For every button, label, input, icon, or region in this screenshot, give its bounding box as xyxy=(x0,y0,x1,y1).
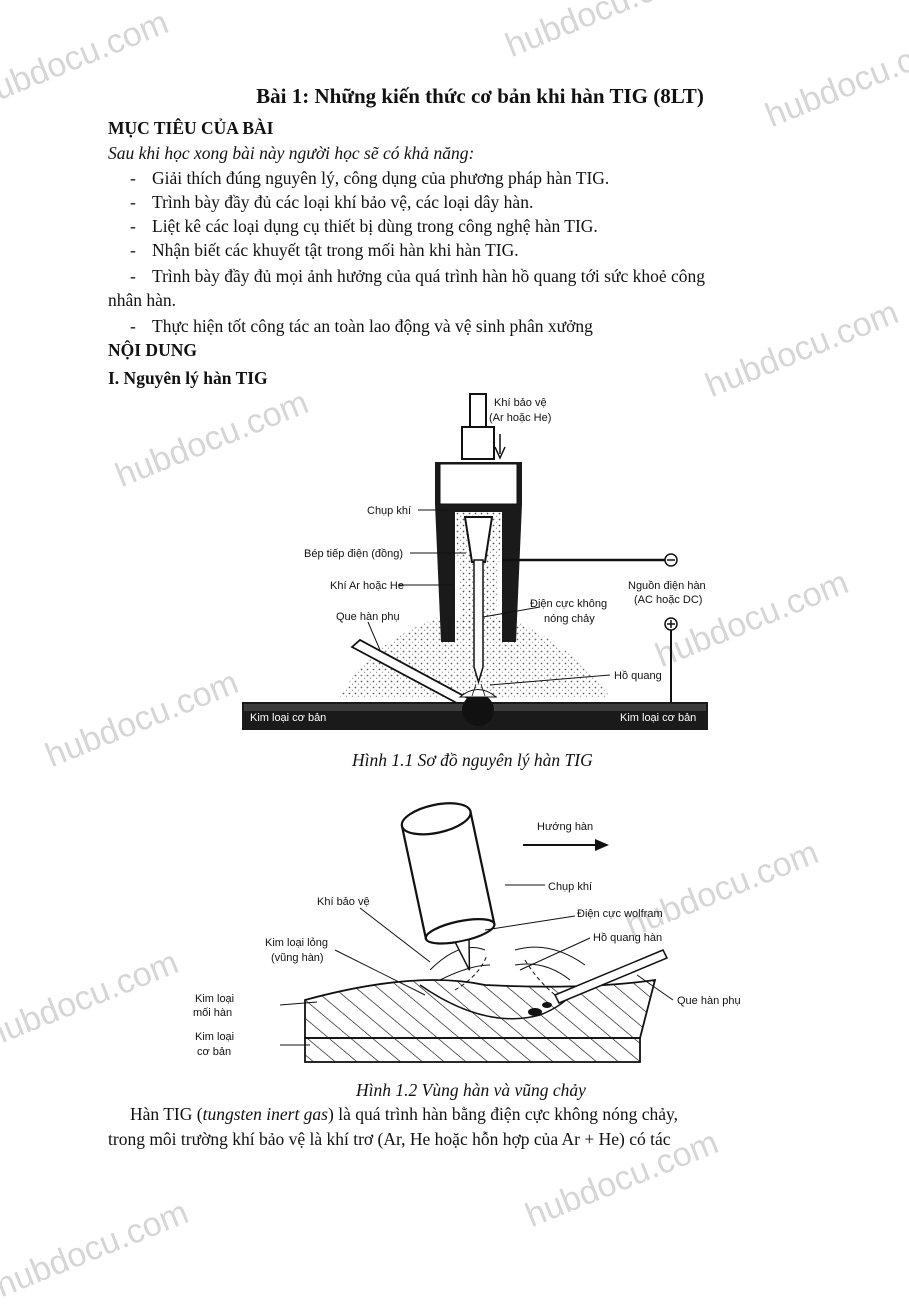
label-direction: Hướng hàn xyxy=(537,821,593,833)
label-electrode: Điện cực không xyxy=(530,598,607,610)
label-filler-rod: Que hàn phụ xyxy=(336,611,400,623)
label-gas-cup: Chụp khí xyxy=(548,881,592,893)
section-heading: I. Nguyên lý hàn TIG xyxy=(108,368,268,388)
objectives-intro: Sau khi học xong bài này người học sẽ có… xyxy=(108,143,475,163)
objectives-heading: MỤC TIÊU CỦA BÀI xyxy=(108,118,274,138)
label-molten: Kim loại lỏng xyxy=(265,937,328,949)
paragraph-prefix: Hàn TIG ( xyxy=(130,1104,203,1124)
label-base-metal-right: Kim loại cơ bản xyxy=(620,712,696,724)
label-base-metal-cont: cơ bản xyxy=(197,1046,231,1058)
objective-item: Trình bày đầy đủ mọi ảnh hưởng của quá t… xyxy=(130,266,705,287)
objective-item: Thực hiện tốt công tác an toàn lao động … xyxy=(130,316,593,337)
tig-principle-diagram: Khí bảo vệ (Ar hoặc He) Chụp khí Bép tiế… xyxy=(242,393,708,730)
lesson-title: Bài 1: Những kiến thức cơ bản khi hàn TI… xyxy=(256,84,704,108)
figure2-caption: Hình 1.2 Vùng hàn và vũng chảy xyxy=(356,1080,586,1100)
label-weld-metal-cont: mối hàn xyxy=(193,1007,232,1019)
paragraph-term: tungsten inert gas xyxy=(202,1104,328,1124)
objective-item-continuation: nhân hàn. xyxy=(108,290,177,310)
paragraph-line-2: trong môi trường khí bảo vệ là khí trơ (… xyxy=(108,1129,671,1149)
watermark: hubdocu.com xyxy=(500,0,704,65)
watermark: hubdocu.com xyxy=(40,663,244,775)
objective-item: Nhận biết các khuyết tật trong mối hàn k… xyxy=(130,240,519,261)
label-filler: Que hàn phụ xyxy=(677,995,741,1007)
label-power-type: (AC hoặc DC) xyxy=(634,594,702,606)
label-electrode-cont: nóng chảy xyxy=(544,613,595,625)
watermark: hubdocu.com xyxy=(760,23,909,135)
label-power-source: Nguồn điện hàn xyxy=(628,580,706,592)
paragraph-line-1: Hàn TIG (tungsten inert gas) là quá trìn… xyxy=(130,1104,678,1125)
label-shield-gas: Khí bảo vệ xyxy=(317,896,370,908)
label-shield-gas-type: (Ar hoặc He) xyxy=(489,412,551,424)
label-base-metal: Kim loại xyxy=(195,1031,234,1043)
label-shield-gas: Khí bảo vệ xyxy=(494,397,547,409)
weld-zone-diagram: Hướng hàn Chụp khí Điện cực wolfram Hồ q… xyxy=(193,802,741,1063)
label-molten-cont: (vũng hàn) xyxy=(271,952,324,964)
objective-item: Liệt kê các loại dụng cụ thiết bị dùng t… xyxy=(130,216,598,237)
label-tungsten: Điện cực wolfram xyxy=(577,908,663,920)
paragraph-suffix: ) là quá trình hàn bằng điện cực không n… xyxy=(328,1104,678,1124)
watermark: hubdocu.com xyxy=(700,293,904,405)
figure1-caption: Hình 1.1 Sơ đồ nguyên lý hàn TIG xyxy=(352,750,593,770)
objective-item: Trình bày đầy đủ các loại khí bảo vệ, cá… xyxy=(130,192,533,213)
label-gas-cup: Chụp khí xyxy=(367,505,411,517)
label-base-metal-left: Kim loại cơ bản xyxy=(250,712,326,724)
watermark: hubdocu.com xyxy=(0,943,184,1055)
objective-item: Giải thích đúng nguyên lý, công dụng của… xyxy=(130,168,609,189)
watermark: hubdocu.com xyxy=(0,1193,194,1305)
label-arc: Hồ quang xyxy=(614,670,662,682)
label-weld-metal: Kim loại xyxy=(195,993,234,1005)
label-contact-tip: Bép tiếp điện (đồng) xyxy=(304,548,403,560)
label-arc: Hồ quang hàn xyxy=(593,932,662,944)
content-heading: NỘI DUNG xyxy=(108,340,197,360)
label-ar-he-gas: Khí Ar hoặc He xyxy=(330,580,404,592)
